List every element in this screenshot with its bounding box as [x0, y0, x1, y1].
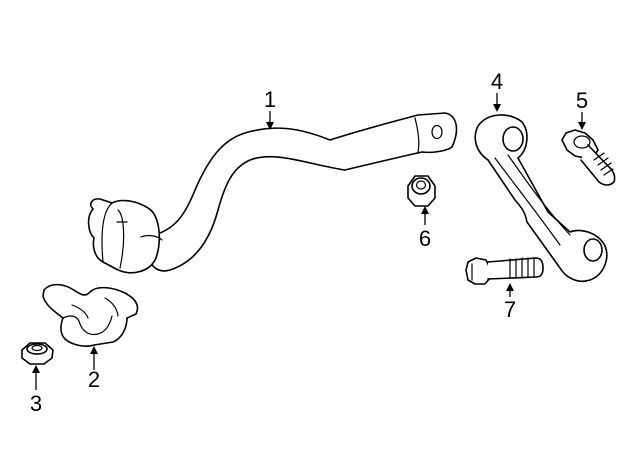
leader-2 — [90, 346, 98, 370]
callout-2: 2 — [88, 367, 100, 392]
callout-6: 6 — [419, 226, 431, 251]
leader-5 — [578, 112, 586, 130]
leader-1 — [266, 111, 274, 130]
leader-4 — [493, 93, 501, 112]
stabilizer-bar[interactable] — [87, 112, 458, 274]
bolt-7[interactable] — [465, 257, 544, 285]
callout-4: 4 — [491, 69, 503, 94]
bushing-bracket[interactable] — [42, 283, 139, 347]
bolt-5[interactable] — [561, 129, 616, 186]
nut-3[interactable] — [21, 342, 54, 365]
nut-6[interactable] — [407, 175, 436, 207]
stabilizer-link[interactable] — [474, 114, 608, 283]
callout-3: 3 — [30, 391, 42, 416]
callout-1: 1 — [264, 87, 276, 112]
leader-3 — [32, 365, 40, 390]
callout-7: 7 — [504, 297, 516, 322]
leader-6 — [421, 206, 429, 225]
leader-7 — [506, 283, 514, 297]
callout-5: 5 — [576, 88, 588, 113]
